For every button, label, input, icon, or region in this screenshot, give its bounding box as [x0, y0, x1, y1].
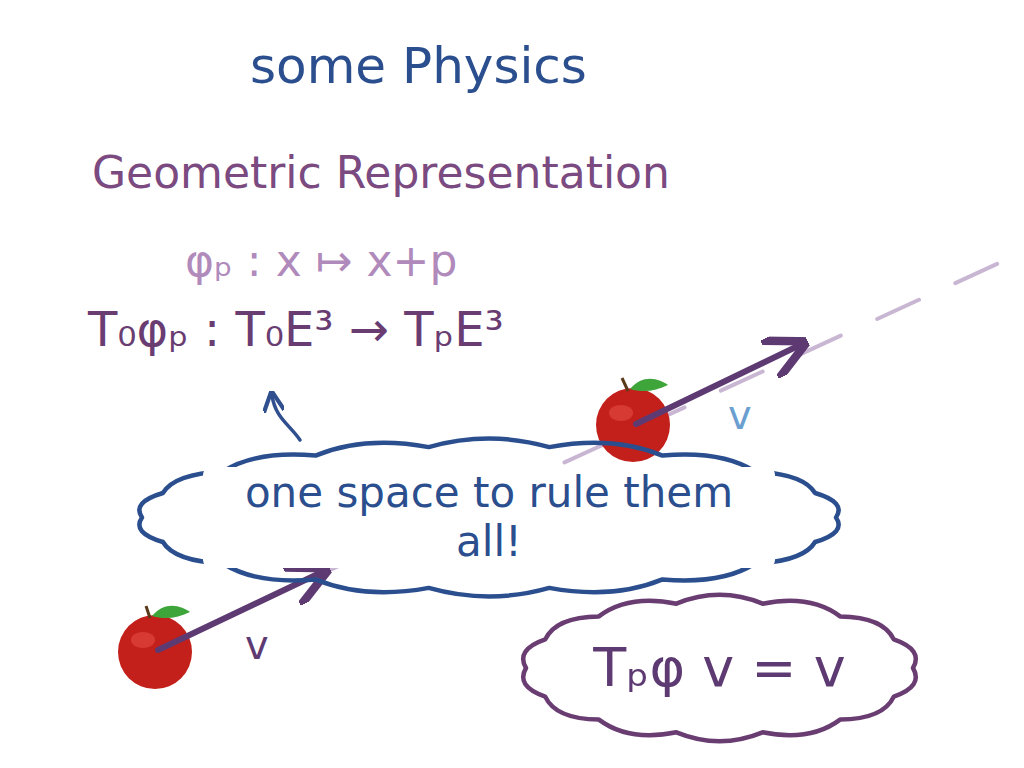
velocity-arrow: [636, 345, 800, 424]
formula: φₚ : x ↦ x+p: [185, 236, 457, 287]
cloud-text-group: one space to rule them all!: [203, 467, 775, 568]
leader-arrow: [272, 395, 300, 440]
vector-label: v: [728, 392, 752, 438]
cloud-text-group: Tₚφ v = v: [587, 635, 851, 701]
vector-label: v: [245, 622, 269, 668]
velocity-arrow: [158, 572, 322, 650]
cloud-text: Tₚφ v = v: [593, 637, 845, 699]
thought-cloud: one space to rule them all!: [128, 432, 850, 603]
section-heading: Geometric Representation: [92, 148, 670, 199]
cloud-outline-path: [139, 439, 838, 597]
thought-cloud: Tₚφ v = v: [512, 588, 927, 748]
formula: T₀φₚ : T₀E³ → TₚE³: [88, 302, 504, 357]
page-title: some Physics: [250, 38, 587, 96]
cloud-text: one space to rule them all!: [209, 469, 769, 566]
apple-upper: [596, 378, 670, 462]
cloud-outline-path: [523, 595, 916, 741]
apple-lower: [118, 606, 192, 689]
